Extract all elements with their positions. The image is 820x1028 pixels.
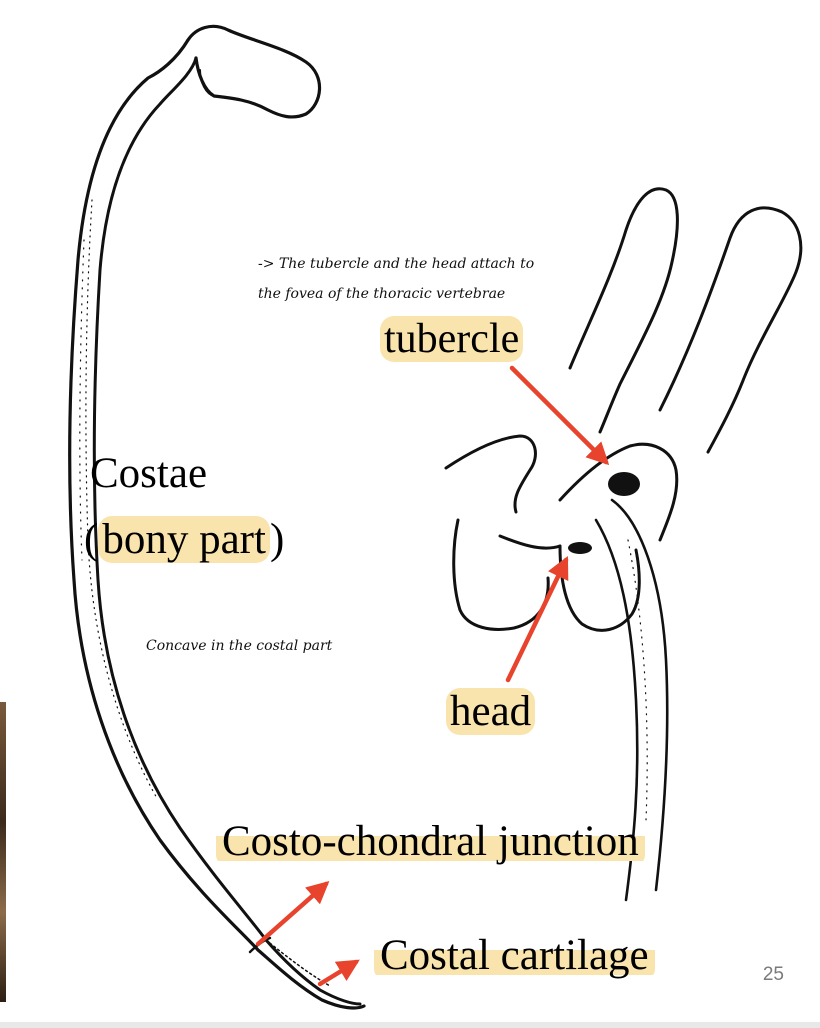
label-costal-cartilage-text: Costal cartilage	[374, 932, 655, 979]
rib-shaft	[68, 24, 366, 1010]
arrow-tubercle	[509, 365, 610, 466]
label-costochondral-junction-text: Costo-chondral junction	[216, 818, 645, 865]
label-tubercle-text: tubercle	[380, 316, 524, 362]
slide-number: 25	[762, 964, 784, 985]
label-costochondral-junction: Costo-chondral junction	[216, 818, 645, 865]
arrow-cartilage	[317, 959, 360, 987]
annotation-arrows	[255, 365, 610, 987]
label-costae: Costae	[90, 450, 208, 497]
note-attachment-line1: -> The tubercle and the head attach to	[258, 256, 535, 272]
arrow-costochondral	[255, 881, 330, 947]
label-head: head	[446, 688, 536, 735]
cropped-photo-edge	[0, 702, 6, 1002]
arrow-head	[505, 555, 569, 683]
label-head-text: head	[446, 688, 536, 735]
footer-bar	[0, 1022, 820, 1028]
note-concave: Concave in the costal part	[146, 638, 333, 654]
note-attachment-line2: the fovea of the thoracic vertebrae	[258, 286, 506, 302]
label-costal-cartilage: Costal cartilage	[374, 932, 655, 979]
label-bony-part: (bony part)	[84, 516, 285, 563]
label-tubercle: tubercle	[380, 316, 524, 362]
label-bony-part-text: bony part	[98, 516, 270, 563]
